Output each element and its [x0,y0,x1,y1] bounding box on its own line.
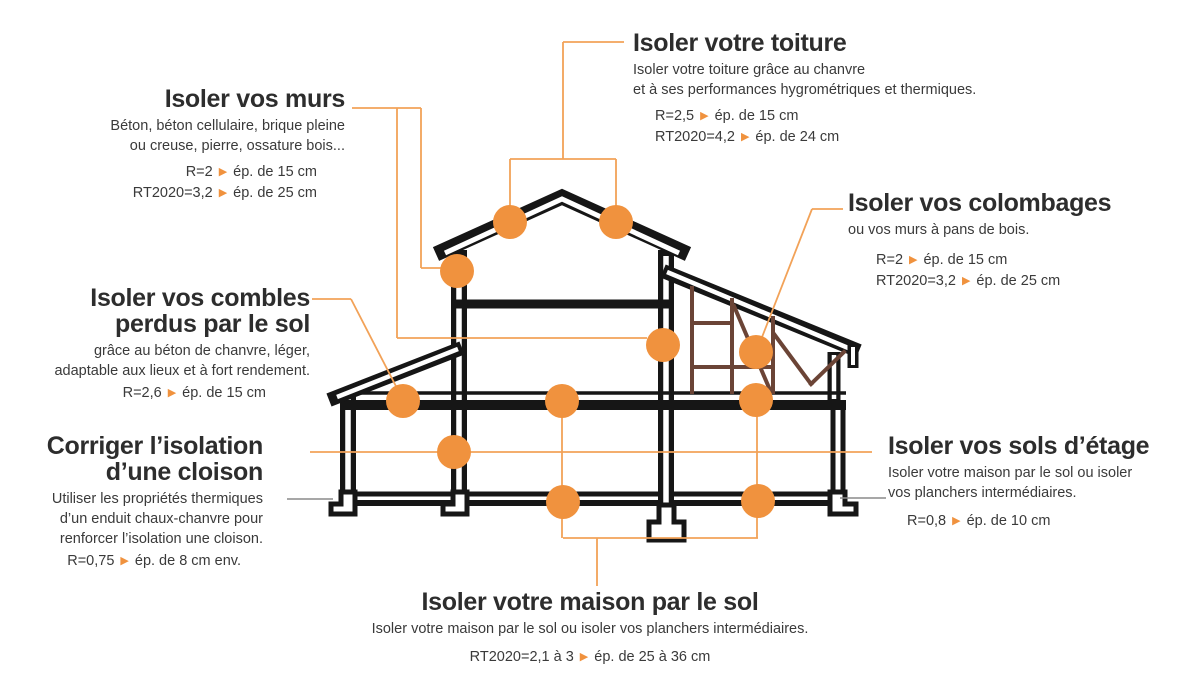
callout-combles-desc-line: grâce au béton de chanvre, léger, [93,343,310,359]
callout-maison-sol-desc-line: Isoler votre maison par le sol ou isoler… [371,621,809,637]
marker-attic-floor [386,384,420,418]
callout-colombages-specs: R=2 ▶ ép. de 15 cm RT2020=3,2 ▶ ép. de 25 cm [876,250,1111,292]
callout-cloison-specs: R=0,75 ▶ ép. de 8 cm env. [47,551,241,572]
spec-thickness: ép. de 24 cm [755,129,840,145]
marker-timber-wall [739,335,773,369]
spec-r-value: R=2 [876,252,904,268]
spec-r-value: R=2,5 [655,108,695,124]
spec-arrow-icon: ▶ [167,387,177,399]
marker-mid-floor-right [739,383,773,417]
callout-combles-desc-line: adaptable aux lieux et à fort rendement. [54,363,310,379]
callout-combles-specs: R=2,6 ▶ ép. de 15 cm [54,383,266,404]
callout-cloison-desc-line: Utiliser les propriétés thermiques [51,491,263,507]
marker-roof-left [493,205,527,239]
spec-row: R=2,5 ▶ ép. de 15 cm [655,106,976,127]
spec-arrow-icon: ▶ [740,131,750,143]
spec-thickness: ép. de 25 cm [976,273,1061,289]
callout-maison-sol: Isoler votre maison par le sol Isoler vo… [340,589,840,668]
callout-toiture-title: Isoler votre toiture [633,29,847,57]
marker-roof-right [599,205,633,239]
spec-r-value: R=0,8 [907,513,947,529]
callout-toiture-specs: R=2,5 ▶ ép. de 15 cm RT2020=4,2 ▶ ép. de 24 … [655,106,976,148]
marker-ground-floor-center [546,485,580,519]
spec-row: R=0,75 ▶ ép. de 8 cm env. [47,551,241,572]
callout-sols-etage-desc-line: vos planchers intermédiaires. [888,485,1077,501]
spec-r-value: R=2 [185,164,213,180]
spec-thickness: ép. de 25 à 36 cm [594,649,711,665]
spec-row: R=2 ▶ ép. de 15 cm [110,162,317,183]
spec-row: RT2020=3,2 ▶ ép. de 25 cm [110,183,317,204]
callout-toiture-desc-line: Isoler votre toiture grâce au chanvre [633,62,866,78]
spec-r-value: RT2020=2,1 à 3 [469,649,574,665]
callout-cloison-desc-line: d’un enduit chaux-chanvre pour [59,511,263,527]
callout-toiture-desc-line: et à ses performances hygrométriques et … [633,82,977,98]
callout-connector-lines [310,41,872,586]
spec-thickness: ép. de 15 cm [233,164,317,180]
marker-ground-floor-right [741,484,775,518]
callout-combles-title: perdus par le sol [115,310,310,338]
callout-murs-desc-line: Béton, béton cellulaire, brique pleine [110,118,345,134]
spec-arrow-icon: ▶ [218,187,228,199]
callout-colombages: Isoler vos colombages ou vos murs à pans… [848,189,1112,292]
callout-murs-desc-line: ou creuse, pierre, ossature bois... [129,138,345,154]
callout-murs-title: Isoler vos murs [164,85,346,113]
callout-colombages-desc-line: ou vos murs à pans de bois. [848,222,1030,238]
spec-thickness: ép. de 25 cm [233,185,317,201]
roofs [326,188,862,407]
callout-toiture: Isoler votre toiture Isoler votre toitur… [633,30,976,148]
spec-r-value: R=0,75 [67,553,115,569]
callout-cloison-desc-line: renforcer l’isolation une cloison. [59,531,263,547]
spec-row: R=2,6 ▶ ép. de 15 cm [54,383,266,404]
callout-sols-etage-specs: R=0,8 ▶ ép. de 10 cm [907,511,1149,532]
spec-arrow-icon: ▶ [218,166,228,178]
spec-row: R=0,8 ▶ ép. de 10 cm [907,511,1149,532]
callout-sols-etage: Isoler vos sols d’étage Isoler votre mai… [888,432,1150,532]
callout-cloison-title: d’une cloison [105,458,264,486]
spec-arrow-icon: ▶ [700,110,709,122]
spec-thickness: ép. de 15 cm [182,385,266,401]
callout-sols-etage-title: Isoler vos sols d’étage [888,432,1150,460]
callout-maison-sol-specs: RT2020=2,1 à 3 ▶ ép. de 25 à 36 cm [340,647,840,668]
callout-combles-title: Isoler vos combles [90,284,310,312]
callout-sols-etage-desc-line: Isoler votre maison par le sol ou isoler [888,465,1133,481]
callout-colombages-title: Isoler vos colombages [848,189,1112,217]
spec-r-value: R=2,6 [122,385,162,401]
spec-r-value: RT2020=3,2 [132,185,213,201]
callout-maison-sol-title: Isoler votre maison par le sol [421,588,759,616]
marker-left-wall [440,254,474,288]
spec-arrow-icon: ▶ [579,651,589,663]
marker-mid-floor-center [545,384,579,418]
spec-thickness: ép. de 15 cm [923,252,1008,268]
ground-reference-lines [287,497,886,500]
spec-arrow-icon: ▶ [120,555,129,567]
spec-row: RT2020=2,1 à 3 ▶ ép. de 25 à 36 cm [340,647,840,668]
marker-right-wall [646,328,680,362]
spec-thickness: ép. de 15 cm [714,108,799,124]
callout-murs: Isoler vos murs Béton, béton cellulaire,… [110,86,345,204]
callout-cloison-title: Corriger l’isolation [46,432,264,460]
spec-thickness: ép. de 8 cm env. [134,553,241,569]
marker-partition-wall [437,435,471,469]
callout-murs-specs: R=2 ▶ ép. de 15 cm RT2020=3,2 ▶ ép. de 25 cm [110,162,317,204]
spec-r-value: RT2020=3,2 [876,273,956,289]
callout-combles: Isoler vos combles perdus par le sol grâ… [54,285,310,404]
spec-r-value: RT2020=4,2 [655,129,735,145]
spec-thickness: ép. de 10 cm [966,513,1051,529]
spec-row: RT2020=3,2 ▶ ép. de 25 cm [876,271,1111,292]
spec-arrow-icon: ▶ [909,254,918,266]
spec-arrow-icon: ▶ [952,515,961,527]
insulation-point-markers [386,205,775,519]
spec-arrow-icon: ▶ [961,275,971,287]
callout-cloison: Corriger l’isolation d’une cloison Utili… [46,432,264,572]
spec-row: RT2020=4,2 ▶ ép. de 24 cm [655,127,976,148]
spec-row: R=2 ▶ ép. de 15 cm [876,250,1111,271]
foundation-footings [328,489,859,543]
